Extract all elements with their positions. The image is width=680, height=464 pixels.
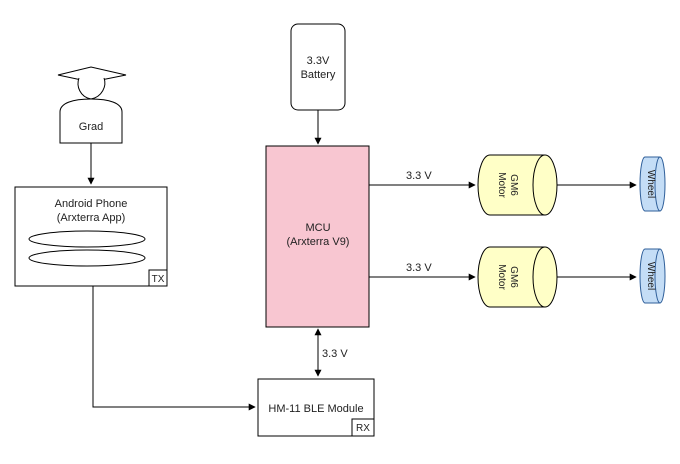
motor-top-face xyxy=(532,154,546,216)
edge-mcu-motor-bottom-label: 3.3 V xyxy=(406,262,432,274)
phone-label-1: Android Phone xyxy=(55,198,128,210)
phone-tx-label: TX xyxy=(152,274,165,285)
phone-node: Android Phone (Arxterra App) TX xyxy=(14,186,168,287)
grad-node: Grad xyxy=(57,66,127,144)
motor-bottom-label-1: GM6 xyxy=(508,266,519,288)
wheel-top-face xyxy=(654,156,661,212)
battery-label-1: 3.3V xyxy=(307,55,330,67)
ble-node: HM-11 BLE Module RX xyxy=(257,378,375,437)
wheel-top-node: Wheel xyxy=(639,156,666,212)
phone-tx-box xyxy=(148,269,168,287)
mcu-box xyxy=(265,145,370,328)
motor-top-node: GM6 Motor xyxy=(477,154,558,216)
wheel-bottom-face xyxy=(654,248,661,304)
wheel-bottom-node: Wheel xyxy=(639,248,666,304)
battery-box xyxy=(290,23,346,111)
mcu-node: MCU (Arxterra V9) xyxy=(265,145,370,328)
edge-mcu-motor-top-label: 3.3 V xyxy=(406,170,432,182)
head-icon xyxy=(77,77,106,100)
edge-phone-ble xyxy=(92,286,256,411)
ble-rx-box xyxy=(351,418,375,437)
phone-ellipse-1 xyxy=(28,230,146,248)
battery-node: 3.3V Battery xyxy=(290,23,346,111)
motor-top-label-2: Motor xyxy=(496,172,507,198)
grad-label: Grad xyxy=(79,121,103,133)
mcu-label-2: (Arxterra V9) xyxy=(287,236,350,248)
battery-label-2: Battery xyxy=(301,69,336,81)
motor-top-label-1: GM6 xyxy=(508,174,519,196)
wheel-bottom-label: Wheel xyxy=(645,262,656,290)
mcu-label-1: MCU xyxy=(305,222,330,234)
wheel-top-label: Wheel xyxy=(645,170,656,198)
motor-bottom-label-2: Motor xyxy=(496,264,507,290)
motor-bottom-node: GM6 Motor xyxy=(477,246,558,308)
ble-label: HM-11 BLE Module xyxy=(268,403,363,415)
phone-ellipse-2 xyxy=(28,249,146,267)
phone-label-2: (Arxterra App) xyxy=(57,212,125,224)
person-body-icon xyxy=(59,98,123,144)
motor-bottom-face xyxy=(532,246,546,308)
ble-rx-label: RX xyxy=(356,423,370,434)
edge-mcu-ble-label: 3.3 V xyxy=(322,348,348,360)
